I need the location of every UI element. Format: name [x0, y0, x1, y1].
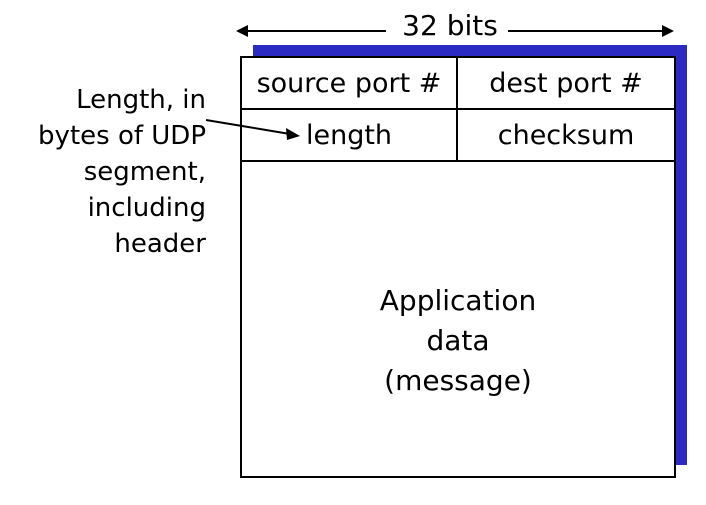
payload-line: (message)	[384, 364, 532, 397]
annotation-line: Length, in	[76, 85, 206, 115]
right-arrow-icon	[662, 25, 674, 37]
source-port-field: source port #	[242, 58, 458, 108]
header-row-ports: source port # dest port #	[242, 58, 674, 110]
checksum-field: checksum	[497, 119, 635, 151]
annotation-line: including	[87, 193, 206, 223]
dest-port-field: dest port #	[489, 67, 643, 99]
length-field: length	[242, 110, 458, 160]
box-shadow-right	[676, 45, 687, 465]
payload-line: data	[426, 324, 490, 357]
header-row-length-checksum: length checksum	[242, 110, 674, 162]
annotation-line: segment,	[83, 157, 206, 187]
box-shadow-top	[253, 45, 687, 56]
payload-area: Application data (message)	[242, 162, 674, 476]
width-label: 32 bits	[402, 9, 498, 42]
segment-box: source port # dest port # length checksu…	[240, 56, 676, 478]
length-annotation: Length, in bytes of UDP segment, includi…	[6, 82, 206, 262]
payload-line: Application	[379, 284, 537, 317]
annotation-line: bytes of UDP	[38, 121, 206, 151]
width-line-left	[240, 30, 386, 32]
width-indicator: 32 bits	[236, 8, 676, 44]
annotation-line: header	[114, 229, 206, 259]
width-line-right	[508, 30, 666, 32]
